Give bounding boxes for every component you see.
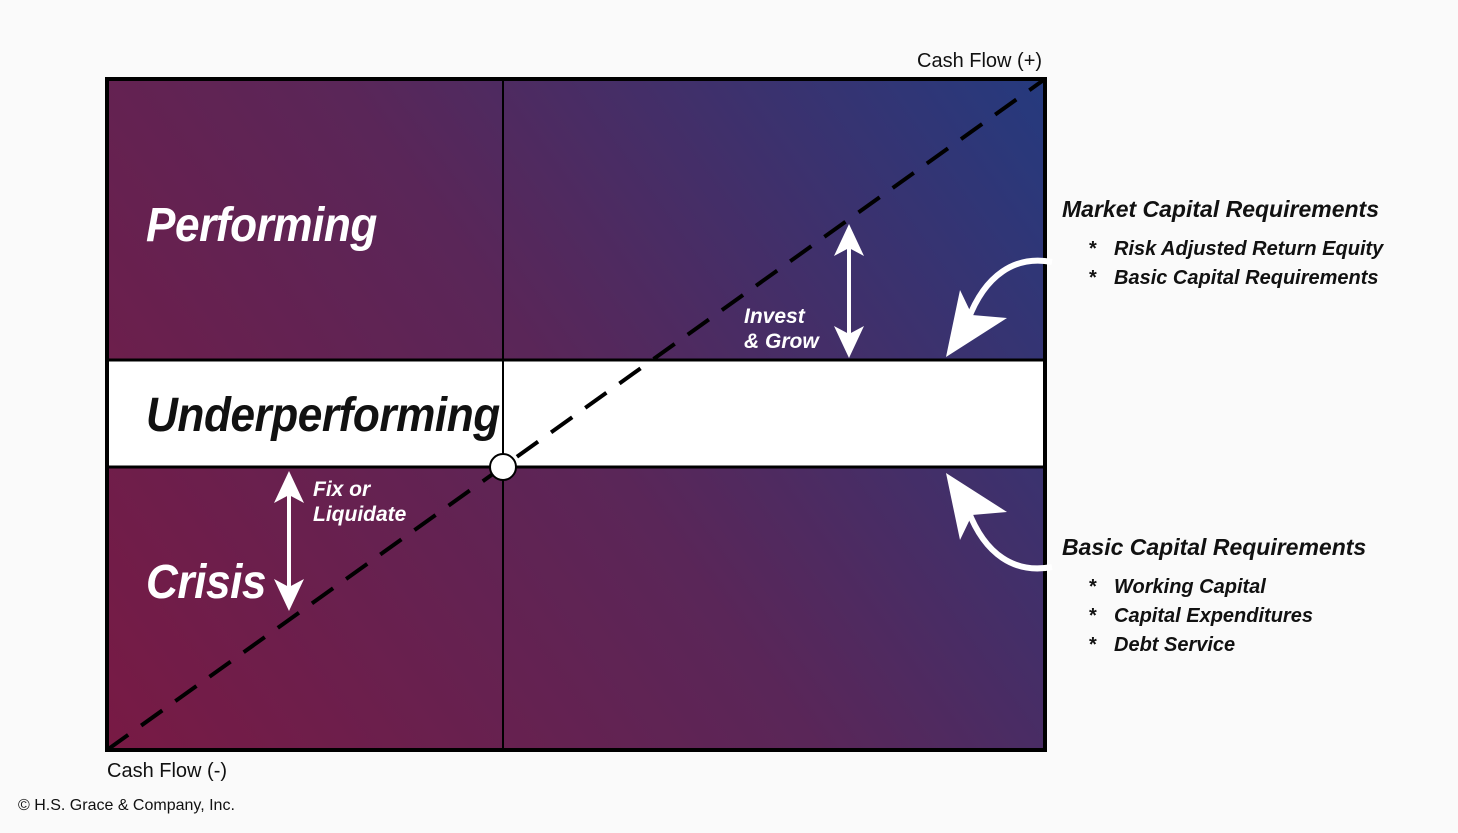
bullet-asterisk: * bbox=[1089, 267, 1097, 289]
fix-liquidate-line-1: Fix or bbox=[313, 478, 371, 501]
performing-label: Performing bbox=[146, 199, 377, 252]
crisis-label: Crisis bbox=[146, 556, 266, 609]
list-item: *Debt Service bbox=[1089, 631, 1366, 660]
basic-capital-curved-arrow bbox=[946, 473, 1053, 572]
quadrant-border bbox=[105, 77, 1047, 752]
list-item: *Capital Expenditures bbox=[1089, 602, 1366, 631]
bullet-asterisk: * bbox=[1089, 605, 1097, 627]
basic-capital-list: *Working Capital *Capital Expenditures *… bbox=[1089, 573, 1366, 660]
bullet-asterisk: * bbox=[1089, 238, 1097, 260]
market-capital-curved-arrow bbox=[946, 257, 1053, 357]
fix-liquidate-line-2: Liquidate bbox=[313, 503, 407, 526]
fix-liquidate-label: Fix or Liquidate bbox=[313, 477, 406, 527]
invest-grow-line-1: Invest bbox=[744, 305, 805, 328]
market-capital-list: *Risk Adjusted Return Equity *Basic Capi… bbox=[1089, 235, 1383, 293]
copyright-notice: © H.S. Grace & Company, Inc. bbox=[18, 797, 235, 814]
list-item: *Risk Adjusted Return Equity bbox=[1089, 235, 1383, 264]
market-capital-title: Market Capital Requirements bbox=[1062, 196, 1379, 222]
cash-flow-negative-label: Cash Flow (-) bbox=[107, 760, 228, 782]
list-item: *Basic Capital Requirements bbox=[1089, 264, 1383, 293]
invest-grow-label: Invest & Grow bbox=[744, 304, 819, 354]
invest-grow-arrow bbox=[834, 224, 864, 358]
underperforming-band bbox=[107, 360, 1045, 467]
breakeven-circle bbox=[489, 453, 517, 481]
list-item: *Working Capital bbox=[1089, 573, 1366, 602]
basic-capital-section: Basic Capital Requirements *Working Capi… bbox=[1062, 534, 1366, 660]
bullet-asterisk: * bbox=[1089, 634, 1097, 656]
basic-capital-title: Basic Capital Requirements bbox=[1062, 534, 1367, 560]
market-capital-section: Market Capital Requirements *Risk Adjust… bbox=[1062, 196, 1383, 293]
fix-liquidate-arrow bbox=[274, 471, 304, 611]
cash-flow-diagonal bbox=[105, 77, 1047, 752]
invest-grow-line-2: & Grow bbox=[744, 330, 819, 353]
cash-flow-positive-label: Cash Flow (+) bbox=[917, 50, 1043, 72]
bullet-asterisk: * bbox=[1089, 576, 1097, 598]
underperforming-label: Underperforming bbox=[146, 389, 500, 442]
